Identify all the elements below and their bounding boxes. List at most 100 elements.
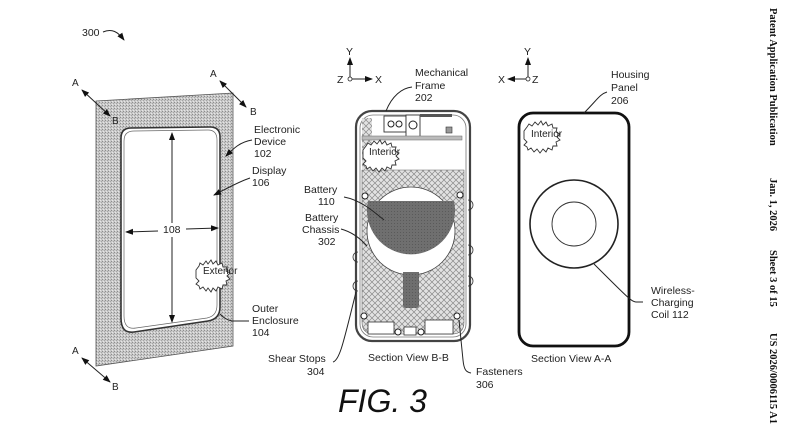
section-a-a-title: Section View A-A [531, 353, 611, 365]
top-bracket [420, 114, 452, 117]
leader-line [225, 139, 253, 157]
leader-line [219, 313, 249, 322]
section-marker-top-left: A B [72, 78, 119, 127]
x-axis-label: X [498, 74, 505, 86]
width-dimension-arrow-left [125, 228, 159, 235]
z-axis-label: Z [532, 74, 539, 86]
z-axis-label: Z [337, 74, 344, 86]
leader-line [385, 86, 413, 112]
label-line: Enclosure [252, 315, 299, 327]
section-view-a-a: Y X Z Interior Housing Panel 206 Wireles… [498, 46, 695, 365]
port-module [403, 326, 417, 336]
label-line: 110 [318, 196, 335, 208]
marker-a: A [210, 69, 217, 80]
internal-bracket [361, 135, 463, 141]
speaker-module [424, 319, 454, 335]
header-publication: Patent Application Publication [767, 8, 778, 146]
label-line: Battery [305, 212, 339, 224]
camera-lens-icon [387, 120, 395, 128]
callout-shear-stops: Shear Stops 304 [268, 291, 357, 378]
leader-line [593, 263, 643, 303]
label-line: Device [254, 136, 286, 148]
header-date: Jan. 1, 2026 [767, 178, 778, 231]
fastener-icon [417, 328, 425, 336]
shear-stops [352, 199, 474, 292]
callout-mechanical-frame: Mechanical Frame 202 [385, 67, 468, 112]
z-axis-dot-icon [347, 76, 353, 82]
label-line: Fasteners [476, 366, 523, 378]
shear-stop-icon [467, 244, 474, 256]
camera-lens-icon [395, 120, 403, 128]
section-line-arrow [81, 89, 111, 117]
marker-b: B [112, 116, 119, 127]
callout-outer-enclosure: Outer Enclosure 104 [219, 303, 299, 339]
label-line: Wireless- [651, 285, 695, 297]
label-line: Display [252, 165, 287, 177]
x-axis-label: X [375, 74, 382, 86]
fastener-icon [453, 312, 461, 320]
fastener-icon [394, 328, 402, 336]
axis-indicator-middle: Y X Z [337, 46, 382, 86]
label-line: Chassis [302, 224, 339, 236]
marker-a: A [72, 78, 79, 89]
display-inner-edge [123, 129, 218, 329]
left-device-view: 108 Exterior A B A B A B Electronic Devi… [72, 69, 300, 393]
marker-b: B [250, 107, 257, 118]
label-line: Frame [415, 80, 445, 92]
marker-a: A [72, 346, 79, 357]
interior-bubble [523, 120, 561, 154]
fastener-icon [360, 312, 368, 320]
interior-label: Interior [369, 147, 401, 158]
callout-battery: Battery 110 [304, 184, 385, 221]
callout-wireless-charging-coil: Wireless- Charging Coil 112 [593, 263, 695, 321]
z-axis-dot-icon [525, 76, 531, 82]
sensor-lens-icon [408, 120, 418, 130]
label-line: Panel [611, 82, 638, 94]
axis-indicator-right: Y X Z [498, 46, 539, 86]
shear-stop-icon [467, 199, 474, 211]
patent-header: Patent Application Publication Jan. 1, 2… [767, 8, 778, 424]
section-marker-top-right: A B [210, 69, 257, 118]
interior-label: Interior [531, 129, 563, 140]
interior-bubble [362, 139, 400, 173]
section-marker-bottom-left: A B [72, 346, 119, 393]
label-line: 306 [476, 379, 494, 391]
leader-line [583, 91, 608, 114]
label-line: Charging [651, 297, 694, 309]
section-b-b-title: Section View B-B [368, 352, 449, 364]
section-line-arrow [81, 357, 111, 383]
figure-ref-arrow [102, 29, 125, 41]
label-line: 202 [415, 92, 433, 104]
fastener-icon [361, 192, 369, 200]
top-components [361, 114, 463, 141]
marker-b: B [112, 382, 119, 393]
exterior-bubble [195, 259, 231, 293]
fastener-icon [456, 191, 464, 199]
label-line: Outer [252, 303, 279, 315]
speaker-module [367, 321, 395, 335]
label-line: 206 [611, 95, 629, 107]
shear-stop-icon [352, 251, 359, 263]
leader-line [213, 177, 251, 196]
wireless-charging-coil-inner [551, 201, 597, 247]
sensor-module [405, 114, 421, 138]
figure-ref-number: 300 [82, 27, 100, 39]
header-sheet: Sheet 3 of 15 [767, 250, 778, 307]
callout-electronic-device: Electronic Device 102 [225, 124, 300, 160]
leader-line [343, 196, 385, 221]
label-line: Mechanical [415, 67, 468, 79]
section-line-arrow [219, 80, 247, 108]
label-line: Housing [611, 69, 650, 81]
label-line: 102 [254, 148, 272, 160]
battery-fill [367, 201, 456, 255]
width-dimension-arrow-right [185, 225, 219, 232]
camera-module [383, 115, 407, 133]
shear-stop-icon [467, 275, 474, 287]
section-view-b-b: Y X Z Interior [268, 46, 523, 391]
leader-line [458, 319, 472, 374]
leader-line [340, 228, 368, 247]
callout-housing-panel: Housing Panel 206 [583, 69, 650, 114]
header-number: US 2026/0006115 A1 [767, 333, 778, 424]
y-axis-label: Y [524, 46, 531, 58]
